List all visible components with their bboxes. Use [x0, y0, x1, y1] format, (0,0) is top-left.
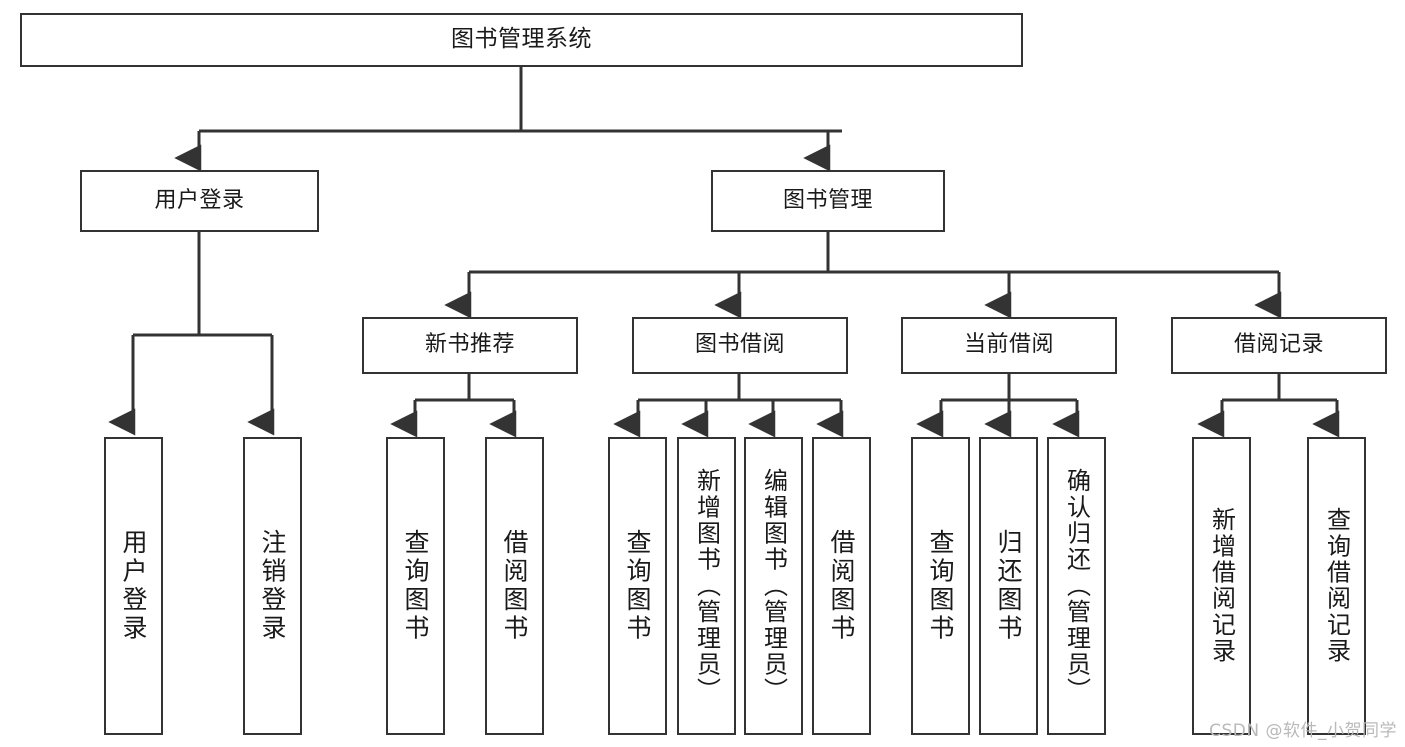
node-root-system[interactable]: 图书管理系统	[20, 13, 1023, 67]
node-book-management[interactable]: 图书管理	[711, 170, 945, 232]
watermark-text: CSDN @软件_小贺同学	[1209, 721, 1397, 741]
node-book-borrow[interactable]: 图书借阅	[632, 317, 848, 374]
leaf-recommend-query-book[interactable]: 查询图书	[386, 437, 445, 735]
node-label: 借阅记录	[1233, 332, 1324, 358]
node-new-book-recommend[interactable]: 新书推荐	[362, 317, 578, 374]
node-current-borrow[interactable]: 当前借阅	[901, 317, 1117, 374]
node-label: 当前借阅	[963, 332, 1054, 358]
leaf-current-return-book[interactable]: 归还图书	[979, 437, 1038, 735]
node-user-login[interactable]: 用户登录	[80, 170, 319, 232]
leaf-user-login-signin[interactable]: 用户登录	[104, 437, 163, 735]
leaf-borrow-edit-book-admin[interactable]: 编辑图书（管理员）	[744, 437, 803, 735]
node-label: 编辑图书（管理员）	[759, 468, 788, 704]
node-label: 查询借阅记录	[1322, 507, 1351, 665]
leaf-borrow-query-book[interactable]: 查询图书	[608, 437, 667, 735]
node-label: 确认归还（管理员）	[1062, 468, 1091, 704]
node-label: 新增借阅记录	[1207, 507, 1236, 665]
node-label: 用户登录	[119, 529, 148, 643]
node-label: 新增图书（管理员）	[692, 468, 721, 704]
node-label: 图书管理	[782, 187, 873, 213]
node-label: 注销登录	[258, 529, 287, 643]
node-label: 借阅图书	[500, 529, 529, 643]
leaf-record-add-borrow-record[interactable]: 新增借阅记录	[1192, 437, 1251, 735]
node-label: 图书管理系统	[451, 26, 592, 53]
node-borrow-record[interactable]: 借阅记录	[1171, 317, 1387, 374]
node-label: 图书借阅	[694, 332, 785, 358]
leaf-current-confirm-return-admin[interactable]: 确认归还（管理员）	[1047, 437, 1106, 735]
leaf-current-query-book[interactable]: 查询图书	[911, 437, 970, 735]
leaf-record-query-borrow-record[interactable]: 查询借阅记录	[1307, 437, 1366, 735]
node-label: 查询图书	[623, 529, 652, 643]
node-label: 用户登录	[154, 187, 245, 213]
node-label: 查询图书	[401, 529, 430, 643]
node-label: 归还图书	[994, 529, 1023, 643]
leaf-recommend-borrow-book[interactable]: 借阅图书	[485, 437, 544, 735]
node-label: 新书推荐	[424, 332, 515, 358]
leaf-user-login-signout[interactable]: 注销登录	[243, 437, 302, 735]
leaf-borrow-add-book-admin[interactable]: 新增图书（管理员）	[677, 437, 736, 735]
node-label: 查询图书	[926, 529, 955, 643]
leaf-borrow-borrow-book[interactable]: 借阅图书	[812, 437, 871, 735]
node-label: 借阅图书	[827, 529, 856, 643]
